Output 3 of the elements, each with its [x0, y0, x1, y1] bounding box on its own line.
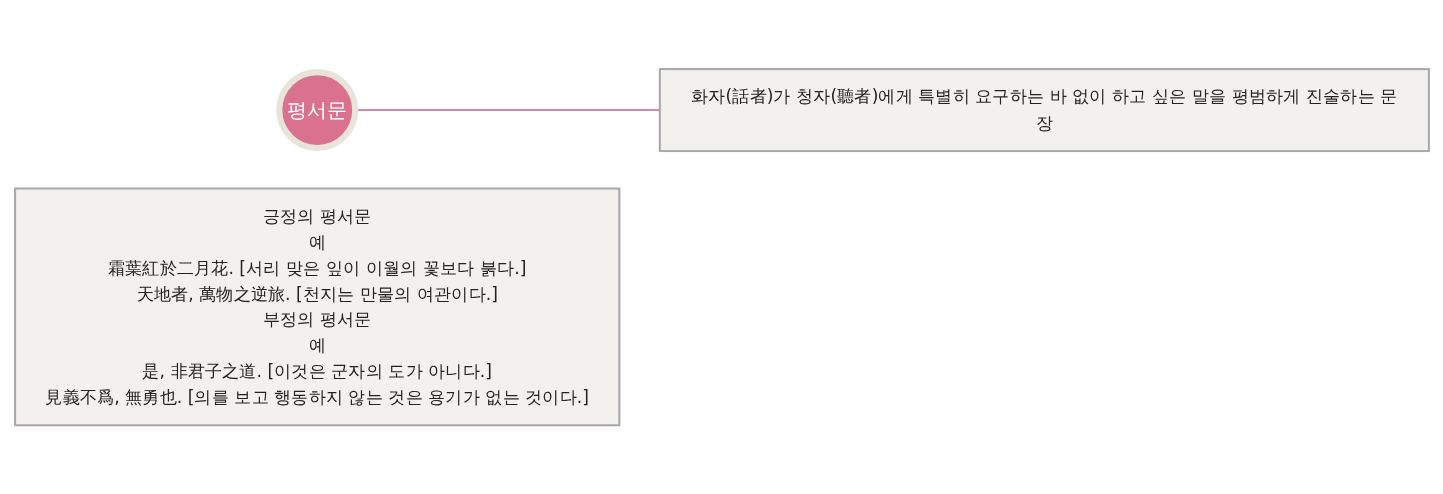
node-box: 긍정의 평서문 예 霜葉紅於二月花. [서리 맞은 잎이 이월의 꽃보다 붉다.] 天地者, 萬物之逆旅. [천지는 만물의 여관이다.] 부정의 평서문 예 是, 非君子之道. [이것은 군자의 도가 아니다.] 見義不爲, 無勇也. [의를 보고 행동하지 않는 것은 용기가 없는 것이다.] [13, 187, 620, 427]
node-circle: 평서문 [275, 68, 358, 151]
node-box: 화자(話者)가 청자(聽者)에게 특별히 요구하는 바 없이 하고 싶은 말을 평범하게 진술하는 문장 [658, 67, 1430, 152]
